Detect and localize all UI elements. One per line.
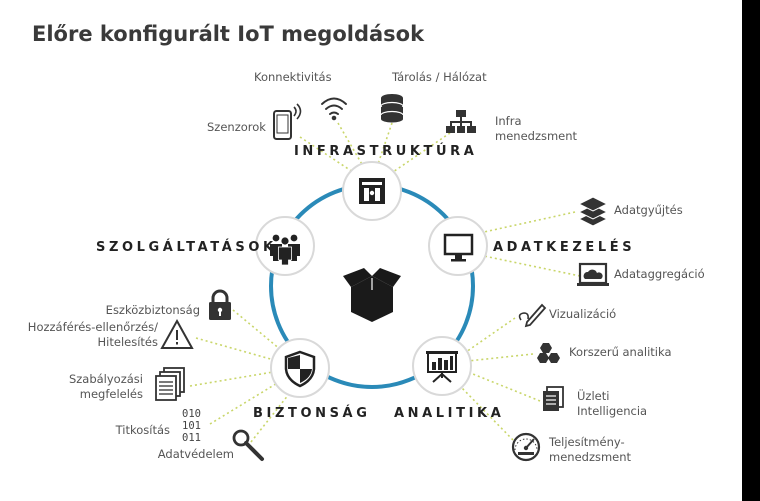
label-titkositas: Titkosítás bbox=[115, 423, 170, 437]
shield-icon bbox=[284, 350, 316, 388]
monitor-icon bbox=[443, 233, 474, 262]
gauge-icon bbox=[511, 432, 541, 462]
hexagons-icon bbox=[537, 343, 560, 363]
open-box-icon bbox=[343, 268, 401, 322]
magnifier-icon bbox=[232, 429, 264, 461]
label-vizualizacio: Vizualizáció bbox=[549, 307, 617, 321]
binary-code-icon: 010 101 011 bbox=[182, 408, 201, 444]
label-adatvedelem: Adatvédelem bbox=[157, 447, 234, 461]
stacked-documents-icon bbox=[155, 367, 185, 401]
label-szenzorok: Szenzorok bbox=[207, 120, 266, 134]
label-teljesitmeny-menedzsment: Teljesítmény- menedzsment bbox=[549, 435, 632, 464]
category-label-adatkezeles: ADATKEZELÉS bbox=[493, 240, 636, 255]
phone-icon bbox=[273, 103, 302, 140]
label-uzleti-intelligencia: Üzleti Intelligencia bbox=[577, 389, 648, 418]
database-icon bbox=[380, 94, 404, 123]
category-label-biztonsag: BIZTONSÁG bbox=[253, 406, 371, 421]
label-tarolas-halozat: Tárolás / Hálózat bbox=[392, 70, 487, 84]
category-label-analitika: ANALITIKA bbox=[394, 406, 505, 421]
label-adatgyujtes: Adatgyűjtés bbox=[614, 203, 683, 217]
category-label-szolgaltatasok: SZOLGÁLTATÁSOK bbox=[96, 240, 277, 255]
connector-lines bbox=[189, 122, 581, 443]
pencil-icon bbox=[518, 303, 547, 328]
label-adataggregacio: Adataggregáció bbox=[614, 267, 705, 281]
network-hierarchy-icon bbox=[446, 110, 476, 133]
category-label-infrastruktura: INFRASTRUKTÚRA bbox=[294, 144, 478, 159]
gateway-icon bbox=[359, 178, 385, 204]
laptop-cloud-icon bbox=[577, 262, 609, 286]
label-szabalyozasi-megfeleles: Szabályozási megfelelés bbox=[68, 372, 143, 401]
label-korszeru-analitika: Korszerű analitika bbox=[569, 345, 672, 359]
label-konnektivitas: Konnektivitás bbox=[254, 70, 332, 84]
diagram-graphics bbox=[155, 94, 609, 462]
people-group-icon bbox=[270, 234, 300, 266]
wifi-icon bbox=[321, 97, 347, 121]
lock-icon bbox=[209, 289, 231, 320]
label-infra-menedzsment: Infra menedzsment bbox=[495, 114, 578, 143]
layers-icon bbox=[577, 196, 609, 227]
label-eszkozbiztonsag: Eszközbiztonság bbox=[105, 303, 200, 317]
label-hozzaferes-hitelesites: Hozzáférés-ellenőrzés/ Hitelesítés bbox=[27, 320, 158, 349]
presentation-chart-icon bbox=[426, 351, 458, 383]
documents-icon bbox=[543, 386, 564, 411]
page-title: Előre konfigurált IoT megoldások bbox=[32, 22, 425, 46]
warning-icon bbox=[160, 318, 194, 349]
diagram-canvas: Előre konfigurált IoT megoldások INFRAST… bbox=[0, 0, 742, 501]
node-szolgaltatasok bbox=[255, 216, 315, 276]
